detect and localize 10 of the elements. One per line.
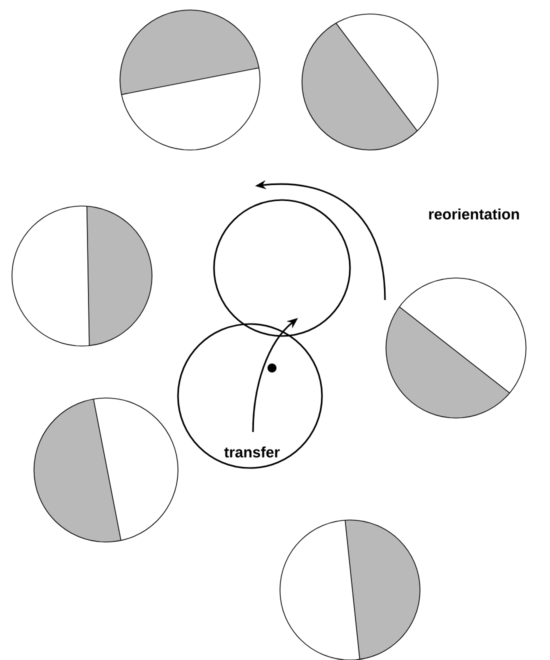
half-shaded-circle	[12, 206, 152, 346]
circle	[213, 199, 351, 337]
half-shaded-circle	[280, 520, 420, 660]
half-shaded-circle	[34, 398, 178, 542]
half-shaded-circle	[120, 10, 260, 150]
half-shaded-circle	[386, 278, 526, 418]
arrow-label: reorientation	[429, 208, 519, 220]
half-shaded-circle	[302, 14, 438, 150]
edge-label: transfer	[223, 445, 281, 458]
circle	[177, 323, 323, 469]
